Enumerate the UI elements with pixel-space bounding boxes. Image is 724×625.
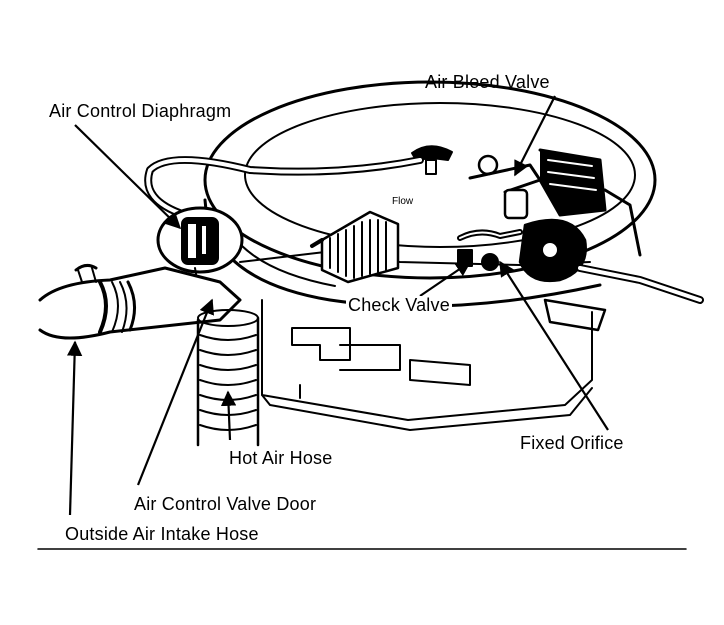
- label-air-control-diaphragm: Air Control Diaphragm: [49, 101, 232, 121]
- label-check-valve: Check Valve: [346, 295, 452, 315]
- label-air-control-valve-door: Air Control Valve Door: [134, 494, 317, 514]
- leader-check-valve: [419, 261, 472, 297]
- vacuum-hose: [144, 156, 424, 219]
- label-hot-air-hose: Hot Air Hose: [229, 448, 333, 468]
- wing-nut: Flow: [392, 145, 453, 207]
- leader-air-bleed-valve: [514, 95, 556, 177]
- leader-air-control-diaphragm: [74, 124, 182, 230]
- leader-fixed-orifice: [499, 260, 609, 431]
- leader-outside-air-intake-hose: [66, 340, 83, 516]
- leader-hot-air-hose: [220, 390, 237, 441]
- svg-text:Flow: Flow: [392, 196, 414, 207]
- label-air-bleed-valve: Air Bleed Valve: [425, 72, 550, 92]
- temperature-sensor: [310, 210, 400, 284]
- leader-air-control-valve-door: [136, 298, 215, 486]
- outside-air-intake-hose: [38, 263, 242, 340]
- label-fixed-orifice: Fixed Orifice: [520, 433, 624, 453]
- carburetor-body: [261, 299, 593, 431]
- air-bleed-valve: [468, 148, 642, 257]
- hot-air-hose: [196, 309, 260, 447]
- label-outside-air-intake-hose: Outside Air Intake Hose: [65, 524, 259, 544]
